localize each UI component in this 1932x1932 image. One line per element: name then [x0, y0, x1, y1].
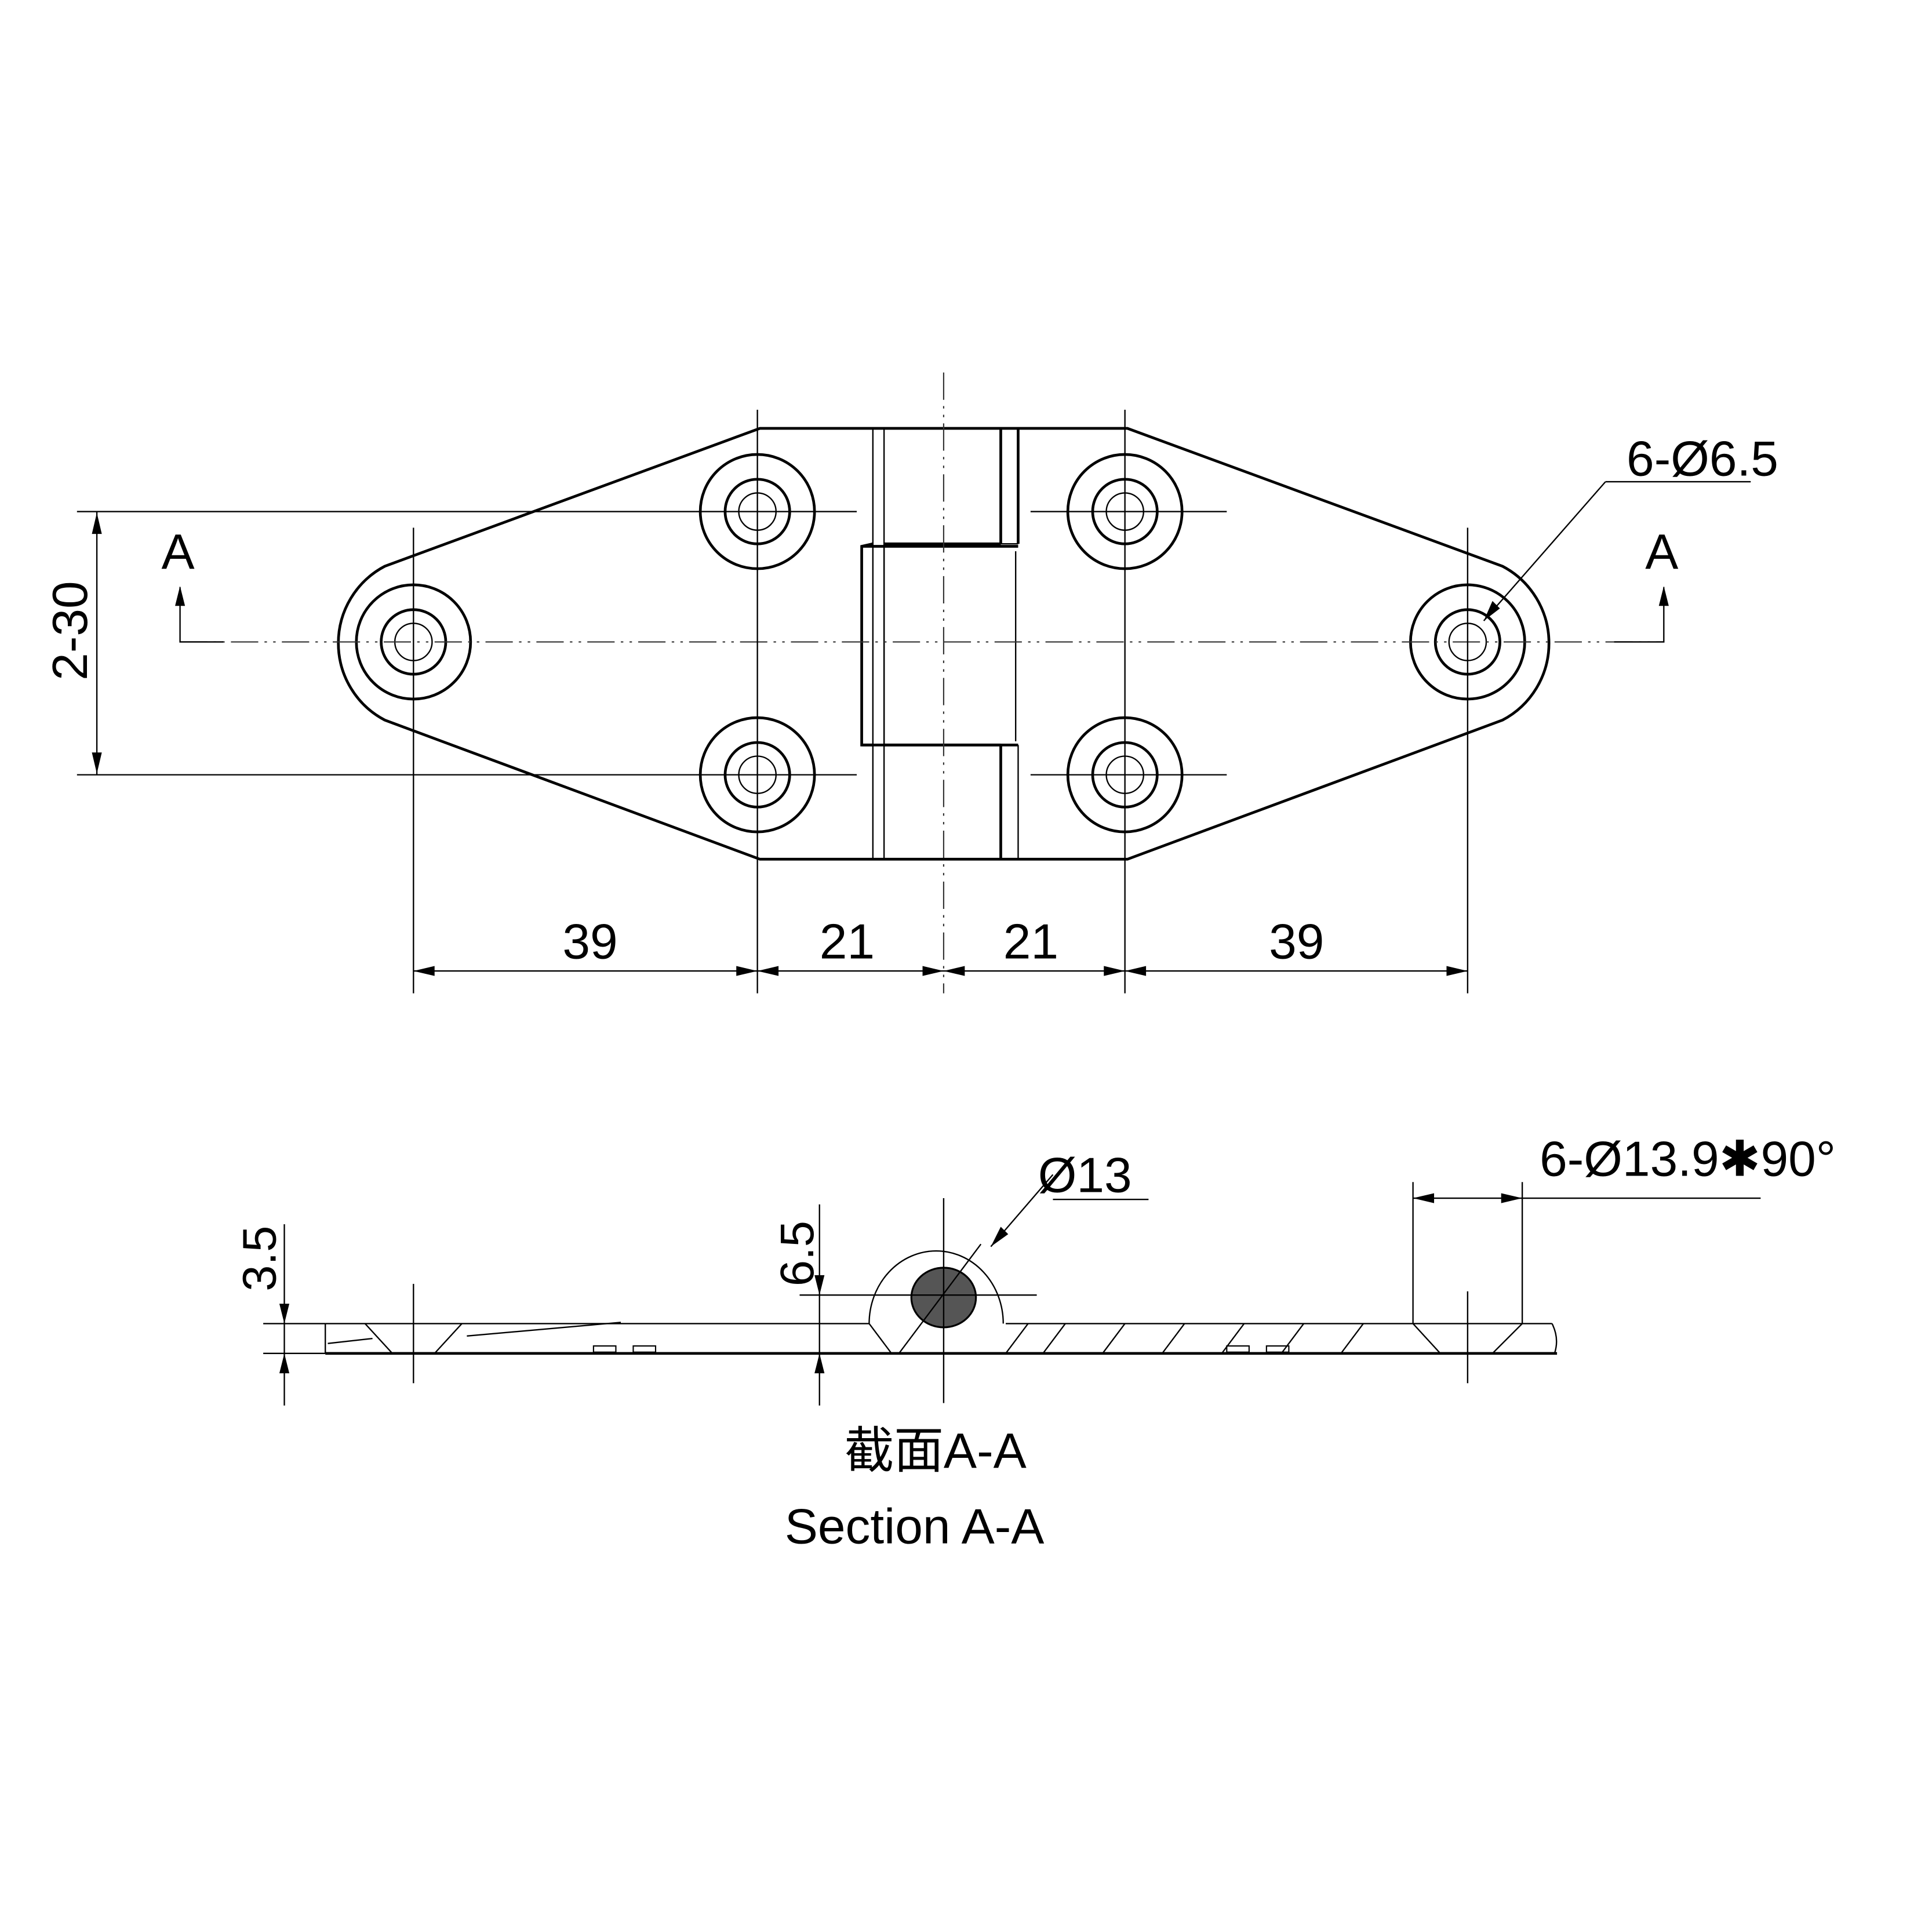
hole-callout: 6-Ø6.5: [1483, 431, 1778, 621]
dim-39-left: 39: [562, 914, 617, 970]
dim-39-right: 39: [1269, 914, 1324, 970]
dim-21-right: 21: [1003, 914, 1058, 970]
thickness-dim-label: 3.5: [234, 1226, 286, 1291]
countersink-callout: 6-Ø13.9✱90°: [1412, 1131, 1836, 1324]
section-label-right: A: [1645, 524, 1678, 580]
height-dimension: 2-30: [42, 511, 696, 776]
section-label-left: A: [161, 524, 194, 580]
section-title-cn: 截面A-A: [845, 1423, 1027, 1479]
countersink-label: 6-Ø13.9✱90°: [1540, 1131, 1836, 1187]
section-marker-left: A: [161, 524, 224, 643]
section-title-en: Section A-A: [785, 1499, 1045, 1555]
section-marker-right: A: [1614, 524, 1678, 643]
height-dim-label: 2-30: [42, 581, 98, 680]
pin-diameter-label: Ø13: [1038, 1147, 1132, 1203]
hinge-section-view: [325, 1198, 1558, 1403]
dim-21-left: 21: [820, 914, 875, 970]
thickness-dimension: 3.5: [234, 1224, 326, 1406]
hole-callout-label: 6-Ø6.5: [1627, 431, 1778, 486]
pin-callout: Ø13: [990, 1147, 1149, 1247]
horizontal-dimensions: 39 21 21 39: [413, 914, 1468, 976]
knuckle-dim-label: 6.5: [771, 1221, 824, 1286]
knuckle-height-dimension: 6.5: [771, 1204, 825, 1406]
hinge-top-view: [180, 372, 1664, 994]
